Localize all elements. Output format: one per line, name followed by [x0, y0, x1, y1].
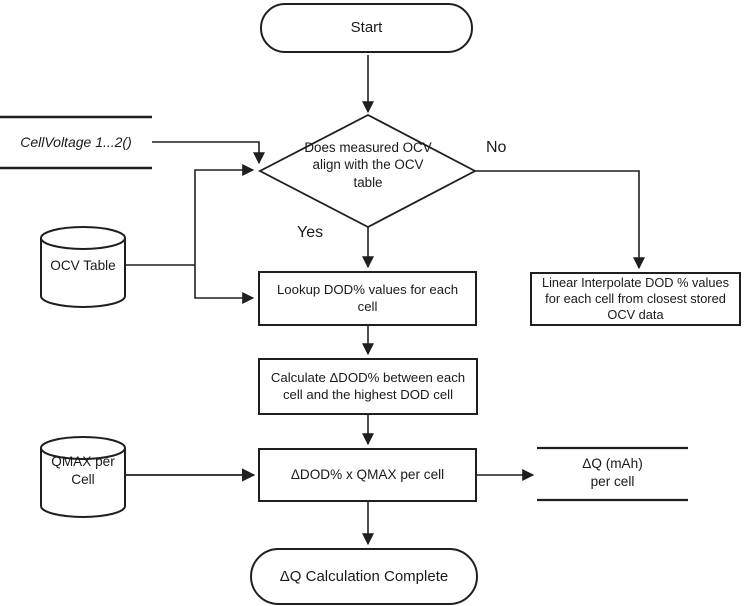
arrow-cellvoltage-to-decision	[152, 141, 265, 165]
decision-diamond	[258, 113, 477, 229]
calculate-delta-dod-label: Calculate ΔDOD% between each cell and th…	[270, 369, 466, 402]
no-edge-label: No	[486, 139, 507, 156]
ocv-table-cylinder-top	[40, 226, 126, 250]
cellvoltage-input-label: CellVoltage 1...2()	[20, 134, 132, 150]
yes-edge-label: Yes	[297, 224, 324, 241]
lookup-dod-process: Lookup DOD% values for each cell	[258, 271, 477, 326]
qmax-label: QMAX per Cell	[51, 454, 115, 487]
lookup-dod-label: Lookup DOD% values for each cell	[276, 281, 459, 314]
qmax-cylinder-top	[40, 436, 126, 460]
multiply-label: ΔDOD% x QMAX per cell	[290, 467, 445, 483]
decision-label: Does measured OCV align with the OCV tab…	[304, 140, 432, 190]
start-label: Start	[350, 19, 383, 37]
end-label: ΔQ Calculation Complete	[279, 567, 449, 585]
end-terminal: ΔQ Calculation Complete	[250, 548, 478, 605]
deltaq-output-label: ΔQ (mAh) per cell	[582, 456, 643, 489]
start-terminal: Start	[260, 3, 473, 53]
linear-interpolate-label: Linear Interpolate DOD % values for each…	[541, 275, 730, 322]
linear-interpolate-process: Linear Interpolate DOD % values for each…	[530, 272, 741, 326]
arrow-no-to-interpolate	[475, 170, 645, 270]
arrow-ocvtable-to-decision	[194, 164, 255, 265]
calculate-delta-dod-process: Calculate ΔDOD% between each cell and th…	[258, 358, 478, 415]
ocv-table-cylinder-body	[40, 238, 126, 308]
qmax-cylinder-body	[40, 448, 126, 518]
arrow-ocvtable-to-lookup	[194, 265, 255, 304]
ocv-table-label: OCV Table	[50, 258, 116, 273]
multiply-process: ΔDOD% x QMAX per cell	[258, 448, 477, 502]
